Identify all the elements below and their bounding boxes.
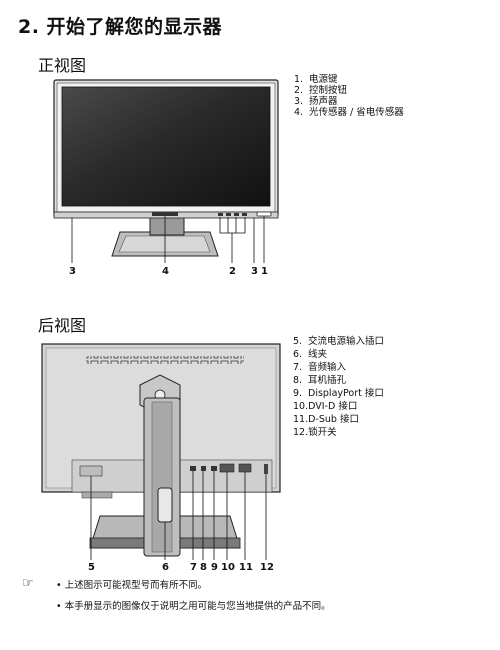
dvi-d-port: [219, 463, 235, 473]
front-view-title: 正视图: [38, 56, 87, 75]
rear-part-item: 10.DVI-D 接口: [293, 401, 358, 412]
callout-headphone: 8: [200, 562, 207, 573]
front-part-item: 2.控制按钮: [294, 85, 348, 96]
callout-light-sensor: 4: [162, 266, 169, 277]
front-part-item: 4.光传感器 / 省电传感器: [294, 107, 404, 118]
rear-parts-list: 5.交流电源输入插口 6.线夹 7.音频输入 8.耳机插孔 9.DisplayP…: [293, 335, 384, 439]
front-part-item: 3.扬声器: [294, 96, 338, 107]
ac-power-inlet: [79, 465, 103, 477]
callout-power-button: 1: [261, 266, 268, 277]
rear-vent-slots: [81, 491, 113, 499]
callout-cable-clip: 6: [162, 562, 169, 573]
front-part-item: 1.电源键: [294, 74, 338, 85]
cable-clip: [157, 487, 173, 523]
d-sub-port: [238, 463, 252, 473]
control-button-2: [226, 213, 231, 216]
rear-part-item: 7.音频输入: [293, 362, 347, 373]
control-button-4: [242, 213, 247, 216]
front-stand-base-top: [118, 235, 211, 253]
rear-part-item: 6.线夹: [293, 349, 328, 360]
control-button-3: [234, 213, 239, 216]
rear-part-item: 9.DisplayPort 接口: [293, 388, 384, 399]
note-item: • 本手册显示的图像仅于说明之用可能与您当地提供的产品不同。: [56, 601, 331, 612]
rear-part-item: 12.锁开关: [293, 427, 337, 438]
rear-part-item: 5.交流电源输入插口: [293, 336, 385, 347]
front-screen: [61, 86, 271, 207]
rear-part-item: 8.耳机插孔: [293, 375, 347, 386]
rear-part-item: 11.D-Sub 接口: [293, 414, 359, 425]
pointing-hand-icon: ☞: [22, 576, 34, 591]
callout-dvi-d: 10: [221, 562, 235, 573]
front-parts-list: 1.电源键 2.控制按钮 3.扬声器 4.光传感器 / 省电传感器: [294, 74, 404, 118]
control-button-1: [218, 213, 223, 216]
callout-lock-switch: 12: [260, 562, 274, 573]
section-title: 2. 开始了解您的显示器: [18, 16, 223, 38]
callout-audio-in: 7: [190, 562, 197, 573]
lock-switch: [264, 464, 268, 474]
note-item: • 上述图示可能视型号而有所不同。: [56, 580, 208, 591]
callout-speaker-left: 3: [69, 266, 76, 277]
headphone-jack: [201, 466, 206, 471]
callout-ac-inlet: 5: [88, 562, 95, 573]
rear-view-title: 后视图: [38, 316, 87, 335]
rear-vent-pattern: [86, 356, 244, 364]
callout-speaker-right: 3: [251, 266, 258, 277]
callout-displayport: 9: [211, 562, 218, 573]
callout-d-sub: 11: [239, 562, 253, 573]
light-sensor: [152, 212, 178, 216]
displayport-port: [211, 466, 217, 471]
rear-stand-neck-inner: [151, 401, 173, 553]
callout-control-buttons: 2: [229, 266, 236, 277]
audio-in-port: [190, 466, 196, 471]
